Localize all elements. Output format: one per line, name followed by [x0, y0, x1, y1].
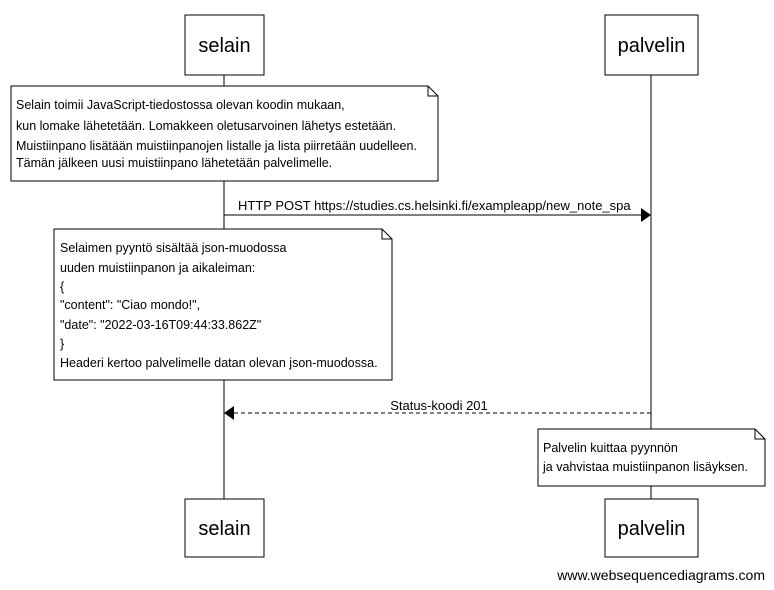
note-2-line-3: {: [60, 280, 64, 294]
note-1-line-2: kun lomake lähetetään. Lomakkeen oletusa…: [16, 119, 396, 133]
note-1-line-1: Selain toimii JavaScript-tiedostossa ole…: [16, 98, 345, 112]
actor-selain-bottom-label: selain: [198, 518, 250, 540]
arrowhead-dashed: [224, 406, 234, 420]
note-2-line-2: uuden muistiinpanon ja aikaleiman:: [60, 261, 255, 275]
note-2-line-5: "date": "2022-03-16T09:44:33.862Z": [60, 318, 261, 332]
note-2: Selaimen pyyntö sisältää json-muodossa u…: [53, 228, 393, 381]
note-3: Palvelin kuittaa pyynnön ja vahvistaa mu…: [537, 428, 766, 487]
actor-palvelin-bottom: palvelin: [604, 498, 699, 558]
message-status-201: Status-koodi 201: [224, 398, 651, 420]
actor-palvelin-bottom-label: palvelin: [618, 518, 686, 540]
note-1-line-3: Muistiinpano lisätään muistiinpanojen li…: [16, 139, 417, 153]
note-2-line-6: }: [60, 337, 64, 351]
note-2-line-7: Headeri kertoo palvelimelle datan olevan…: [60, 356, 378, 370]
message-http-post: HTTP POST https://studies.cs.helsinki.fi…: [224, 198, 651, 222]
note-3-line-2: ja vahvistaa muistiinpanon lisäyksen.: [542, 460, 748, 474]
actor-palvelin-top: palvelin: [604, 14, 699, 76]
note-1: Selain toimii JavaScript-tiedostossa ole…: [10, 85, 439, 182]
note-2-line-4: "content": "Ciao mondo!",: [60, 298, 200, 312]
note-2-line-1: Selaimen pyyntö sisältää json-muodossa: [60, 241, 287, 255]
note-1-line-4: Tämän jälkeen uusi muistiinpano lähetetä…: [16, 156, 332, 170]
note-3-line-1: Palvelin kuittaa pyynnön: [543, 441, 678, 455]
message-status-201-label: Status-koodi 201: [390, 398, 488, 413]
actor-selain-top: selain: [184, 14, 265, 76]
actor-selain-bottom: selain: [184, 498, 265, 558]
footer-watermark: www.websequencediagrams.com: [556, 567, 765, 583]
message-http-post-label: HTTP POST https://studies.cs.helsinki.fi…: [238, 198, 631, 213]
actor-selain-top-label: selain: [198, 35, 250, 57]
actor-palvelin-top-label: palvelin: [618, 35, 686, 57]
arrowhead-solid: [641, 208, 651, 222]
